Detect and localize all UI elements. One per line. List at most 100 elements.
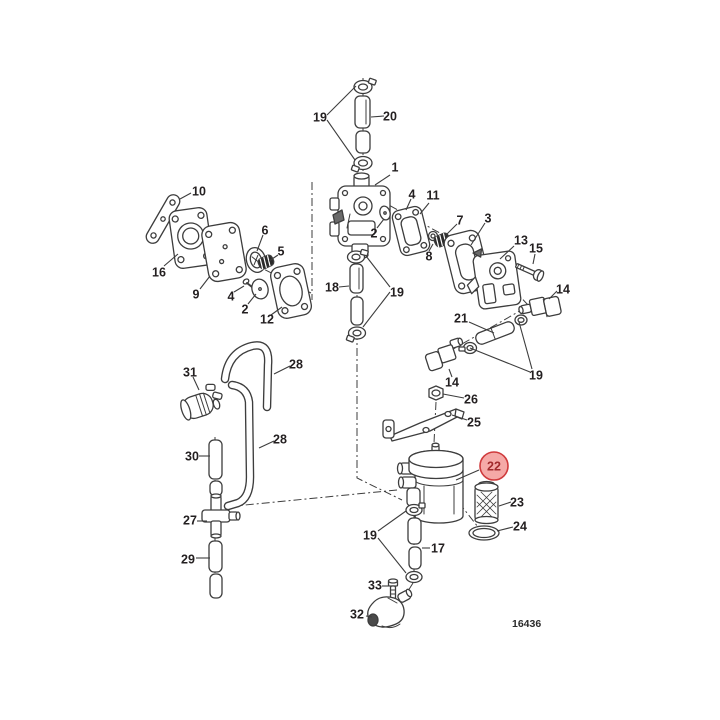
callout-27[interactable]: 27 — [183, 514, 197, 528]
part-22-fuel-filter — [396, 442, 464, 524]
leader-line — [496, 526, 514, 532]
callout-19[interactable]: 19 — [529, 369, 543, 383]
callout-21[interactable]: 21 — [454, 312, 468, 326]
callout-33[interactable]: 33 — [368, 579, 382, 593]
callout-8[interactable]: 8 — [426, 250, 433, 264]
callout-10[interactable]: 10 — [192, 185, 206, 199]
callout-4[interactable]: 4 — [409, 188, 416, 202]
callout-19[interactable]: 19 — [390, 286, 404, 300]
leader-line — [377, 510, 407, 532]
callout-14[interactable]: 14 — [445, 376, 459, 390]
part-19-hose-clamp — [405, 502, 426, 517]
part-14-elbow-fitting — [424, 337, 464, 372]
leader-line — [270, 306, 283, 316]
leader-line — [163, 253, 179, 267]
leader-line — [199, 275, 211, 290]
part-24-o-ring — [468, 525, 500, 541]
leader-line — [247, 293, 257, 305]
leader-line — [451, 414, 468, 421]
callout-2[interactable]: 2 — [242, 303, 249, 317]
part-32-outlet-fitting — [367, 588, 413, 629]
callout-19[interactable]: 19 — [313, 111, 327, 125]
leader-line — [470, 222, 486, 246]
leader-line — [548, 290, 558, 300]
part-19-hose-clamp — [345, 326, 367, 343]
callout-6[interactable]: 6 — [262, 224, 269, 238]
leader-line — [179, 192, 192, 200]
callout-4[interactable]: 4 — [228, 290, 235, 304]
part-11-gasket — [391, 205, 431, 257]
part-27-tee-fitting — [201, 493, 241, 539]
leader-line — [326, 85, 357, 116]
leader-line — [374, 174, 391, 186]
callout-15[interactable]: 15 — [529, 242, 543, 256]
callout-23[interactable]: 23 — [510, 496, 524, 510]
callout-31[interactable]: 31 — [183, 366, 197, 380]
part-25-filter-bracket — [382, 408, 465, 442]
callout-24[interactable]: 24 — [513, 520, 527, 534]
callout-7[interactable]: 7 — [457, 214, 464, 228]
part-31-fuel-connector — [180, 383, 223, 421]
leader-line — [256, 234, 264, 252]
part-28-fuel-hose — [223, 380, 255, 511]
callout-2[interactable]: 2 — [371, 227, 378, 241]
callout-25[interactable]: 25 — [467, 416, 481, 430]
callout-32[interactable]: 32 — [350, 608, 364, 622]
callout-1[interactable]: 1 — [392, 161, 399, 175]
drawing-number: 16436 — [512, 618, 541, 630]
callout-14[interactable]: 14 — [556, 283, 570, 297]
callout-13[interactable]: 13 — [514, 234, 528, 248]
callout-30[interactable]: 30 — [185, 450, 199, 464]
callout-28[interactable]: 28 — [273, 433, 287, 447]
part-29-fuel-hose — [208, 540, 223, 599]
leader-line — [499, 245, 515, 260]
leader-line — [419, 202, 430, 215]
leader-line — [365, 255, 391, 288]
callout-18[interactable]: 18 — [325, 281, 339, 295]
part-2-valve-disc — [251, 278, 269, 300]
highlighted-part-circle[interactable] — [479, 451, 509, 481]
callout-3[interactable]: 3 — [485, 212, 492, 226]
leader-line — [362, 291, 391, 328]
callout-20[interactable]: 20 — [383, 110, 397, 124]
part-18-fuel-hose — [349, 263, 364, 326]
part-9-diaphragm — [201, 221, 247, 283]
part-16-pump-cover — [168, 207, 215, 269]
callout-5[interactable]: 5 — [278, 245, 285, 259]
part-10-link-plate — [145, 194, 181, 244]
leader-line — [428, 243, 434, 252]
callout-11[interactable]: 11 — [426, 189, 439, 203]
callout-17[interactable]: 17 — [431, 542, 445, 556]
callout-22[interactable]: 22 — [487, 460, 501, 474]
part-19-hose-clamp — [514, 314, 528, 326]
part-15-bolt — [515, 263, 545, 282]
callout-29[interactable]: 29 — [181, 553, 195, 567]
callout-16[interactable]: 16 — [152, 266, 166, 280]
part-1-fuel-pump-body — [329, 172, 391, 260]
leader-line — [448, 368, 453, 378]
callout-28[interactable]: 28 — [289, 358, 303, 372]
part-19-hose-clamp — [353, 77, 377, 95]
callout-26[interactable]: 26 — [464, 393, 478, 407]
part-14-elbow-fitting — [518, 295, 562, 318]
callout-12[interactable]: 12 — [260, 313, 274, 327]
part-12-gasket — [269, 263, 313, 319]
leader-line — [442, 393, 465, 399]
part-33-screw — [387, 578, 399, 600]
callout-9[interactable]: 9 — [193, 288, 200, 302]
callout-19[interactable]: 19 — [363, 529, 377, 543]
leader-line — [498, 501, 512, 507]
part-19-hose-clamp — [346, 248, 369, 264]
part-19-hose-clamp — [350, 155, 373, 173]
leader-line — [233, 285, 245, 293]
leader-line — [455, 469, 480, 481]
part-17-fuel-hose — [407, 517, 422, 570]
part-23-filter-element — [474, 480, 499, 525]
part-28-fuel-hose — [220, 341, 273, 412]
part-30-fuel-hose — [208, 439, 223, 497]
leader-line — [370, 115, 385, 118]
part-2-valve-disc — [379, 205, 391, 221]
